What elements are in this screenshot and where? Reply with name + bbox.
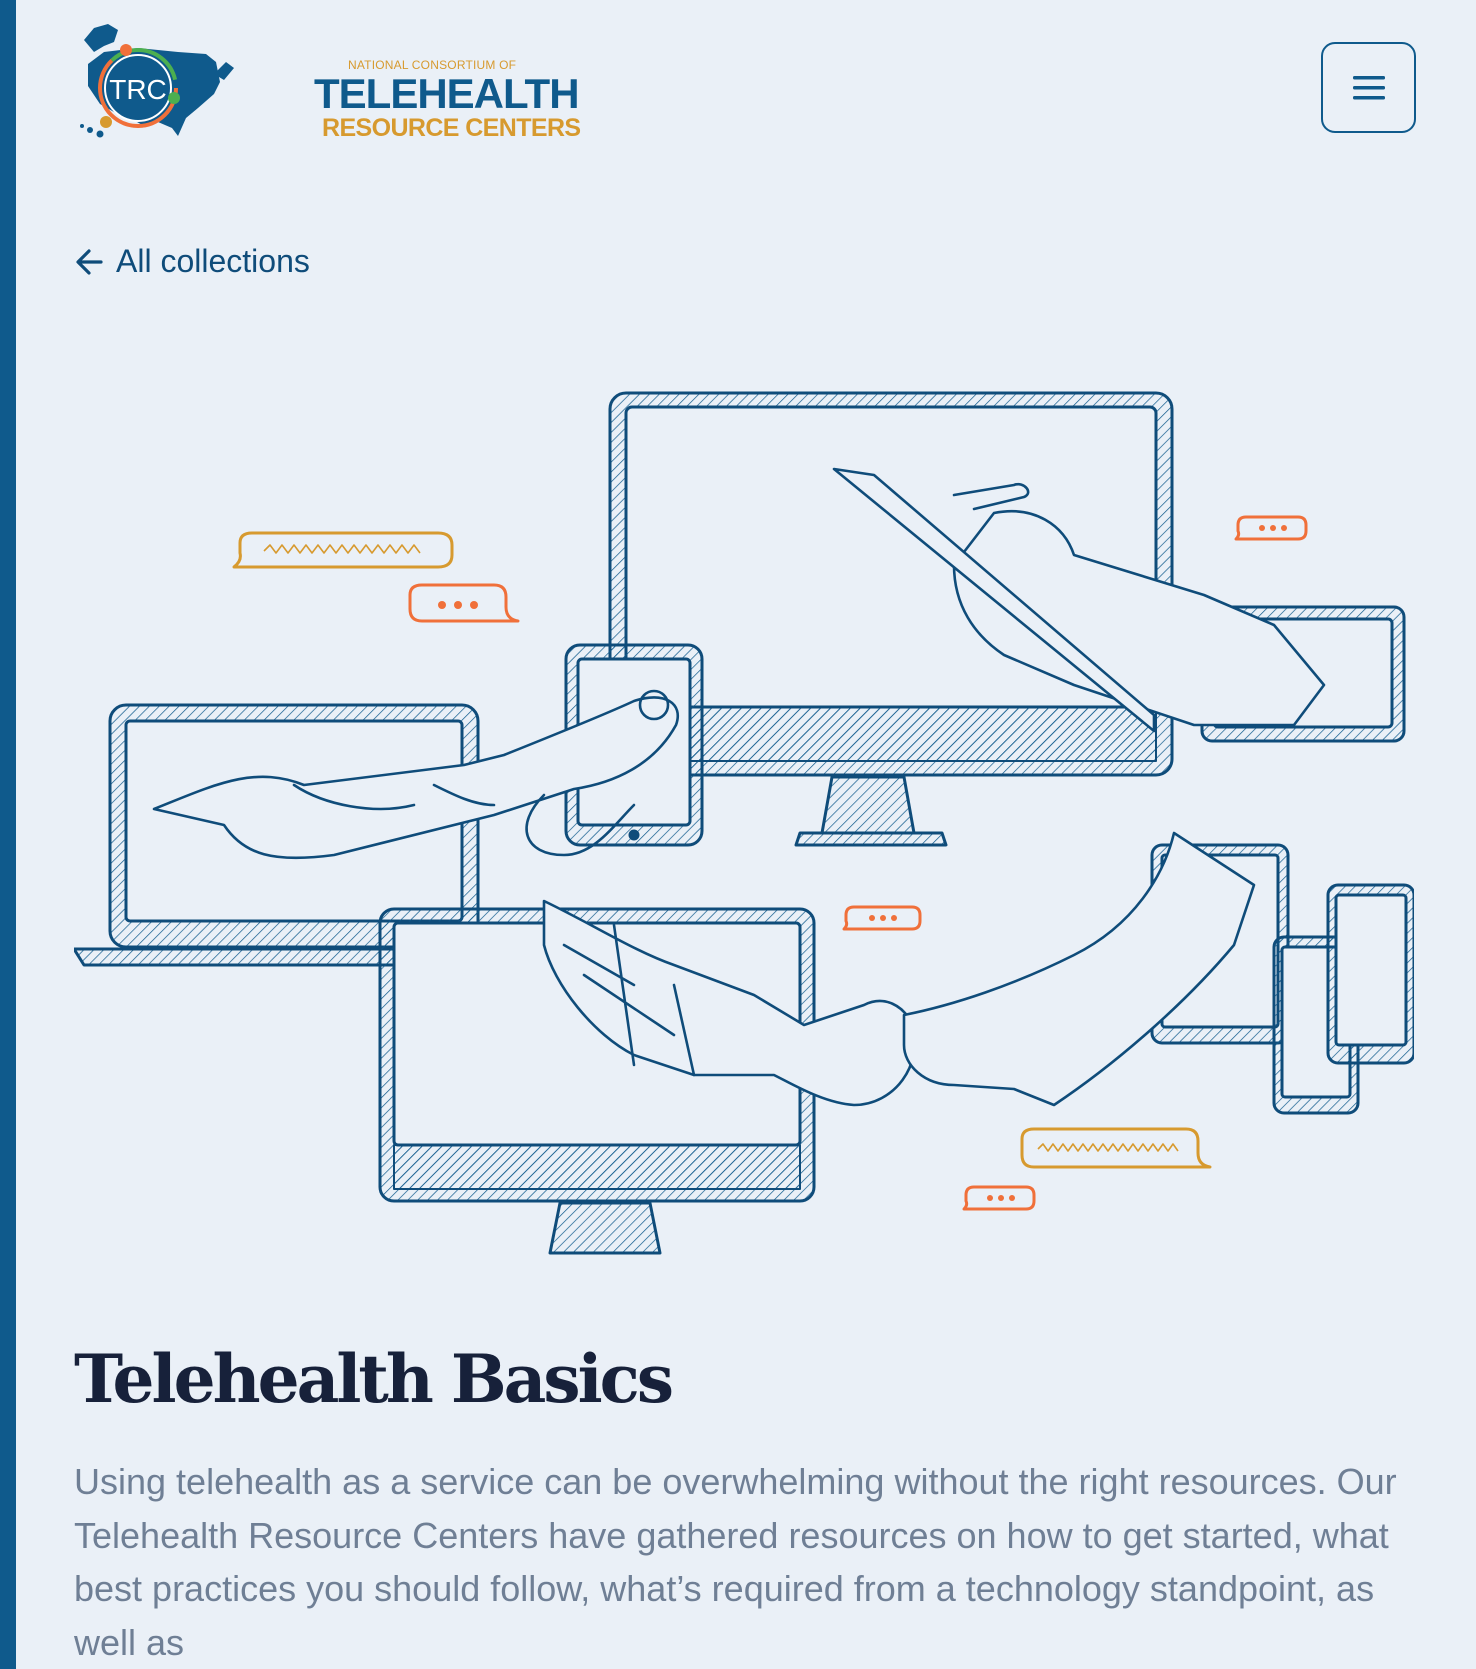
logo-line-national-consortium: NATIONAL CONSORTIUM OF — [348, 58, 517, 72]
trc-logo[interactable]: TRC NATIONAL CONSORTIUM OF TELEHEALTH RE… — [74, 22, 581, 148]
hands-illustration — [152, 467, 1326, 1107]
all-collections-label: All collections — [116, 243, 310, 279]
chat-bubbles-illustration — [232, 515, 1308, 1211]
all-collections-link[interactable]: All collections — [74, 243, 310, 280]
page-title: Telehealth Basics — [74, 1340, 674, 1418]
hamburger-menu-icon — [1352, 75, 1385, 99]
logo-line-telehealth: TELEHEALTH — [314, 70, 580, 117]
top-monitor-illustration — [608, 391, 1174, 847]
collection-description: Using telehealth as a service can be ove… — [74, 1461, 1397, 1663]
us-map-logo-icon: TRC — [80, 24, 234, 138]
menu-button[interactable] — [1321, 42, 1416, 133]
arrow-left-icon — [76, 248, 103, 275]
left-accent-bar — [0, 0, 16, 1669]
logo-wordmark: NATIONAL CONSORTIUM OF TELEHEALTH RESOUR… — [238, 22, 581, 148]
hero-illustration — [72, 385, 1416, 1275]
devices-hands-telehealth-illustration — [72, 391, 1416, 1255]
logo-line-resource-centers: RESOURCE CENTERS — [322, 114, 581, 142]
logo-badge-text: TRC — [109, 74, 167, 105]
